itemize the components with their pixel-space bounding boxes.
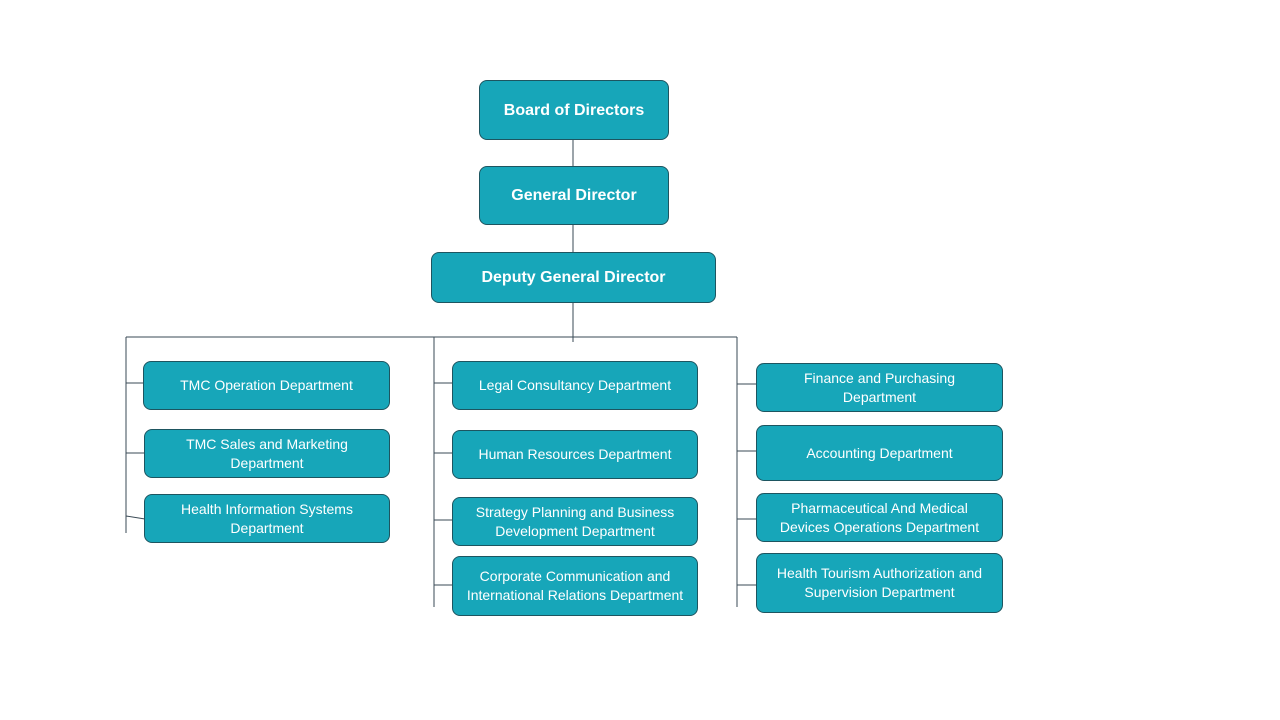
dept-box-human-resources: Human Resources Department (452, 430, 698, 479)
connector-col1-row3 (125, 515, 146, 520)
dept-box-accounting: Accounting Department (756, 425, 1003, 481)
dept-box-pharmaceutical-medical-devices: Pharmaceutical And Medical Devices Opera… (756, 493, 1003, 542)
general-director-box: General Director (479, 166, 669, 225)
board-of-directors-label: Board of Directors (503, 101, 645, 119)
deputy-general-director-box: Deputy General Director (431, 252, 716, 303)
dept-box-finance-purchasing: Finance and Purchasing Department (756, 363, 1003, 412)
general-director-label: General Director (511, 187, 637, 204)
dept-box-strategy-planning: Strategy Planning and Business Developme… (452, 497, 698, 546)
dept-label: Finance and Purchasing Department (804, 369, 955, 405)
dept-label: TMC Operation Department (180, 377, 353, 393)
dept-label: Corporate Communication and Internationa… (466, 568, 684, 603)
dept-box-health-information-systems: Health Information Systems Department (144, 494, 390, 543)
dept-label: Legal Consultancy Department (478, 377, 672, 393)
dept-box-corporate-communication: Corporate Communication and Internationa… (452, 556, 698, 616)
dept-label: Health Information Systems Department (181, 500, 353, 536)
dept-box-legal-consultancy: Legal Consultancy Department (452, 361, 698, 410)
dept-label: Strategy Planning and Business Developme… (475, 503, 675, 539)
board-of-directors-box: Board of Directors (479, 80, 669, 140)
dept-label: TMC Sales and Marketing Department (186, 435, 348, 471)
deputy-general-director-label: Deputy General Director (481, 269, 666, 286)
dept-label: Health Tourism Authorization and Supervi… (776, 565, 983, 600)
dept-box-health-tourism: Health Tourism Authorization and Supervi… (756, 553, 1003, 613)
dept-box-tmc-sales-marketing: TMC Sales and Marketing Department (144, 429, 390, 478)
dept-label: Pharmaceutical And Medical Devices Opera… (779, 499, 980, 535)
dept-box-tmc-operation: TMC Operation Department (143, 361, 390, 410)
dept-label: Accounting Department (806, 444, 953, 461)
dept-label: Human Resources Department (478, 446, 672, 462)
